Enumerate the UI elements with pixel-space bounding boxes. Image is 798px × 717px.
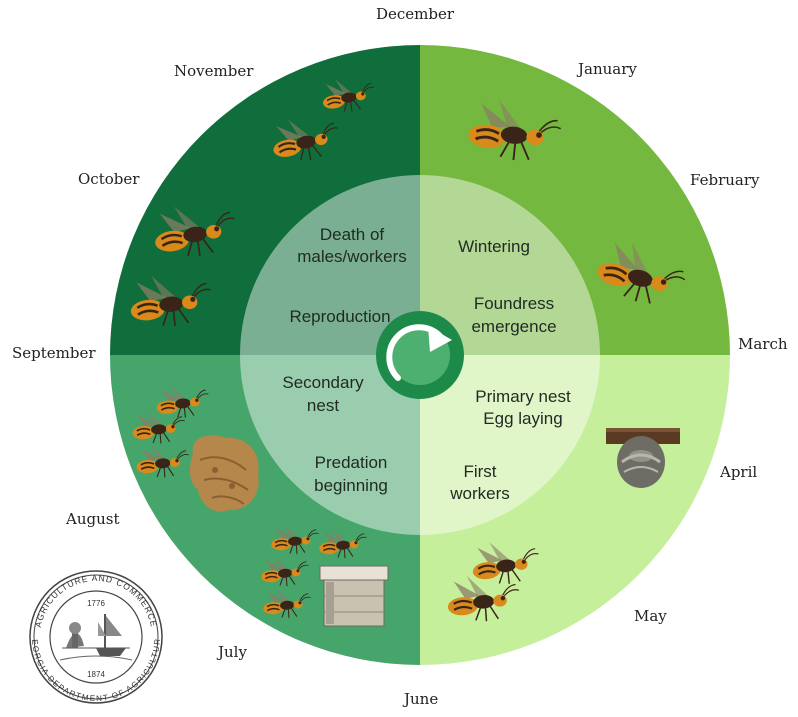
phase-wintering: Wintering [458,237,530,256]
month-april: April [720,463,757,481]
month-january: January [578,60,637,78]
phase-reproduction: Reproduction [289,307,390,326]
month-december: December [376,5,454,23]
phase-predation-line1: Predation [315,453,388,472]
month-november: November [174,62,253,80]
phase-primary-line2: Egg laying [483,409,562,428]
month-march: March [738,335,788,353]
seal-year-top: 1776 [87,599,105,608]
month-august: August [66,510,119,528]
beehive-icon [320,566,388,626]
phase-foundress-line1: Foundress [474,294,554,313]
phase-workers-line2: workers [449,484,510,503]
phase-primary-line1: Primary nest [475,387,571,406]
month-july: July [218,643,247,661]
month-june: June [404,690,438,708]
month-september: September [12,344,96,362]
phase-death-line1: Death of [320,225,385,244]
month-may: May [634,607,667,625]
phase-death-line2: males/workers [297,247,407,266]
phase-secondary-line1: Secondary [282,373,364,392]
month-february: February [690,171,760,189]
seal-year-bottom: 1874 [87,670,105,679]
phase-foundress-line2: emergence [471,317,556,336]
phase-predation-line2: beginning [314,476,388,495]
month-october: October [78,170,139,188]
phase-workers-line1: First [463,462,496,481]
phase-secondary-line2: nest [307,396,339,415]
